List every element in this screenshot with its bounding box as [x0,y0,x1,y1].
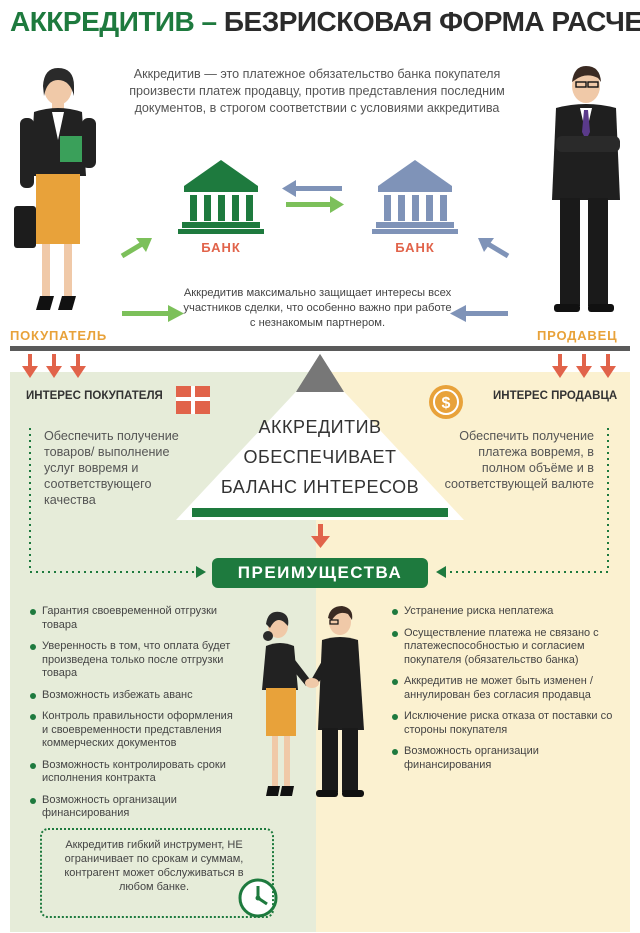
arrow-down-icon [311,524,330,548]
list-item: Возможность организации финансирования [392,745,624,772]
note-text: Аккредитив гибкий инструмент, НЕ огранич… [64,839,244,893]
buyer-bank-label: БАНК [201,240,241,255]
list-item: Возможность организации финансирования [30,794,240,821]
advantages-title: ПРЕИМУЩЕСТВА [212,558,428,588]
seller-interest-text: Обеспечить получение платежа вовремя, в … [444,429,594,491]
list-item: Гарантия своевременной отгрузки товара [30,605,240,632]
arrow-right-icon [122,305,184,322]
seller-man-figure [552,66,620,312]
arrow-up-left-icon [478,238,510,259]
list-item: Возможность контролировать сроки исполне… [30,759,240,786]
svg-text:$: $ [442,395,451,412]
note-box [40,828,274,918]
dotted-connector [446,428,609,573]
list-item: Уверенность в том, что оплата будет прои… [30,640,240,681]
dollar-coin-icon: $ [429,385,463,419]
arrow-left-icon [282,180,342,197]
pyramid-line-1: АККРЕДИТИВ [258,417,382,437]
buyer-interest-title: ИНТЕРЕС ПОКУПАТЕЛЯ [26,390,163,402]
seller-interest-title: ИНТЕРЕС ПРОДАВЦА [493,390,618,402]
seller-role-label: ПРОДАВЕЦ [537,328,618,343]
list-item: Устранение риска неплатежа [392,605,624,619]
list-item: Контроль правильности оформления и своев… [30,710,240,751]
middle-note: Аккредитив максимально защищает интересы… [183,287,452,329]
arrow-down-icon [552,354,616,378]
balance-beam [10,346,630,351]
buyer-advantages-list: Гарантия своевременной отгрузки товара У… [30,605,240,829]
seller-advantages-list: Устранение риска неплатежа Осуществление… [392,605,624,780]
list-item: Исключение риска отказа от поставки со с… [392,710,624,737]
pyramid-line-2: ОБЕСПЕЧИВАЕТ [243,447,397,467]
pyramid-text: АККРЕДИТИВ ОБЕСПЕЧИВАЕТ БАЛАНС ИНТЕРЕСОВ [200,412,440,502]
buyer-role-label: ПОКУПАТЕЛЬ [10,328,107,343]
list-item: Возможность избежать аванс [30,689,240,703]
page-title: АККРЕДИТИВ – БЕЗРИСКОВАЯ ФОРМА РАСЧЕТОВ! [10,6,640,37]
arrow-up-right-icon [120,238,152,259]
bank-icon [372,160,458,234]
balance-pyramid [176,366,464,520]
arrow-left-icon [450,305,508,322]
list-item: Аккредитив не может быть изменен / аннул… [392,675,624,702]
gift-icon [176,386,210,414]
list-item: Осуществление платежа не связано с плате… [392,627,624,668]
pyramid-line-3: БАЛАНС ИНТЕРЕСОВ [220,477,420,497]
buyer-interest-text: Обеспечить получение товаров/ выполнение… [44,429,179,507]
handshake-figures [262,606,364,797]
seller-bank-label: БАНК [395,240,435,255]
intro-text: Аккредитив — это платежное обязательство… [129,67,505,115]
pyramid-base [192,508,448,517]
buyer-woman-figure [14,68,96,310]
arrow-down-icon [22,354,86,378]
arrow-right-icon [286,196,344,213]
dotted-connector [29,428,196,573]
bank-icon [178,160,264,234]
